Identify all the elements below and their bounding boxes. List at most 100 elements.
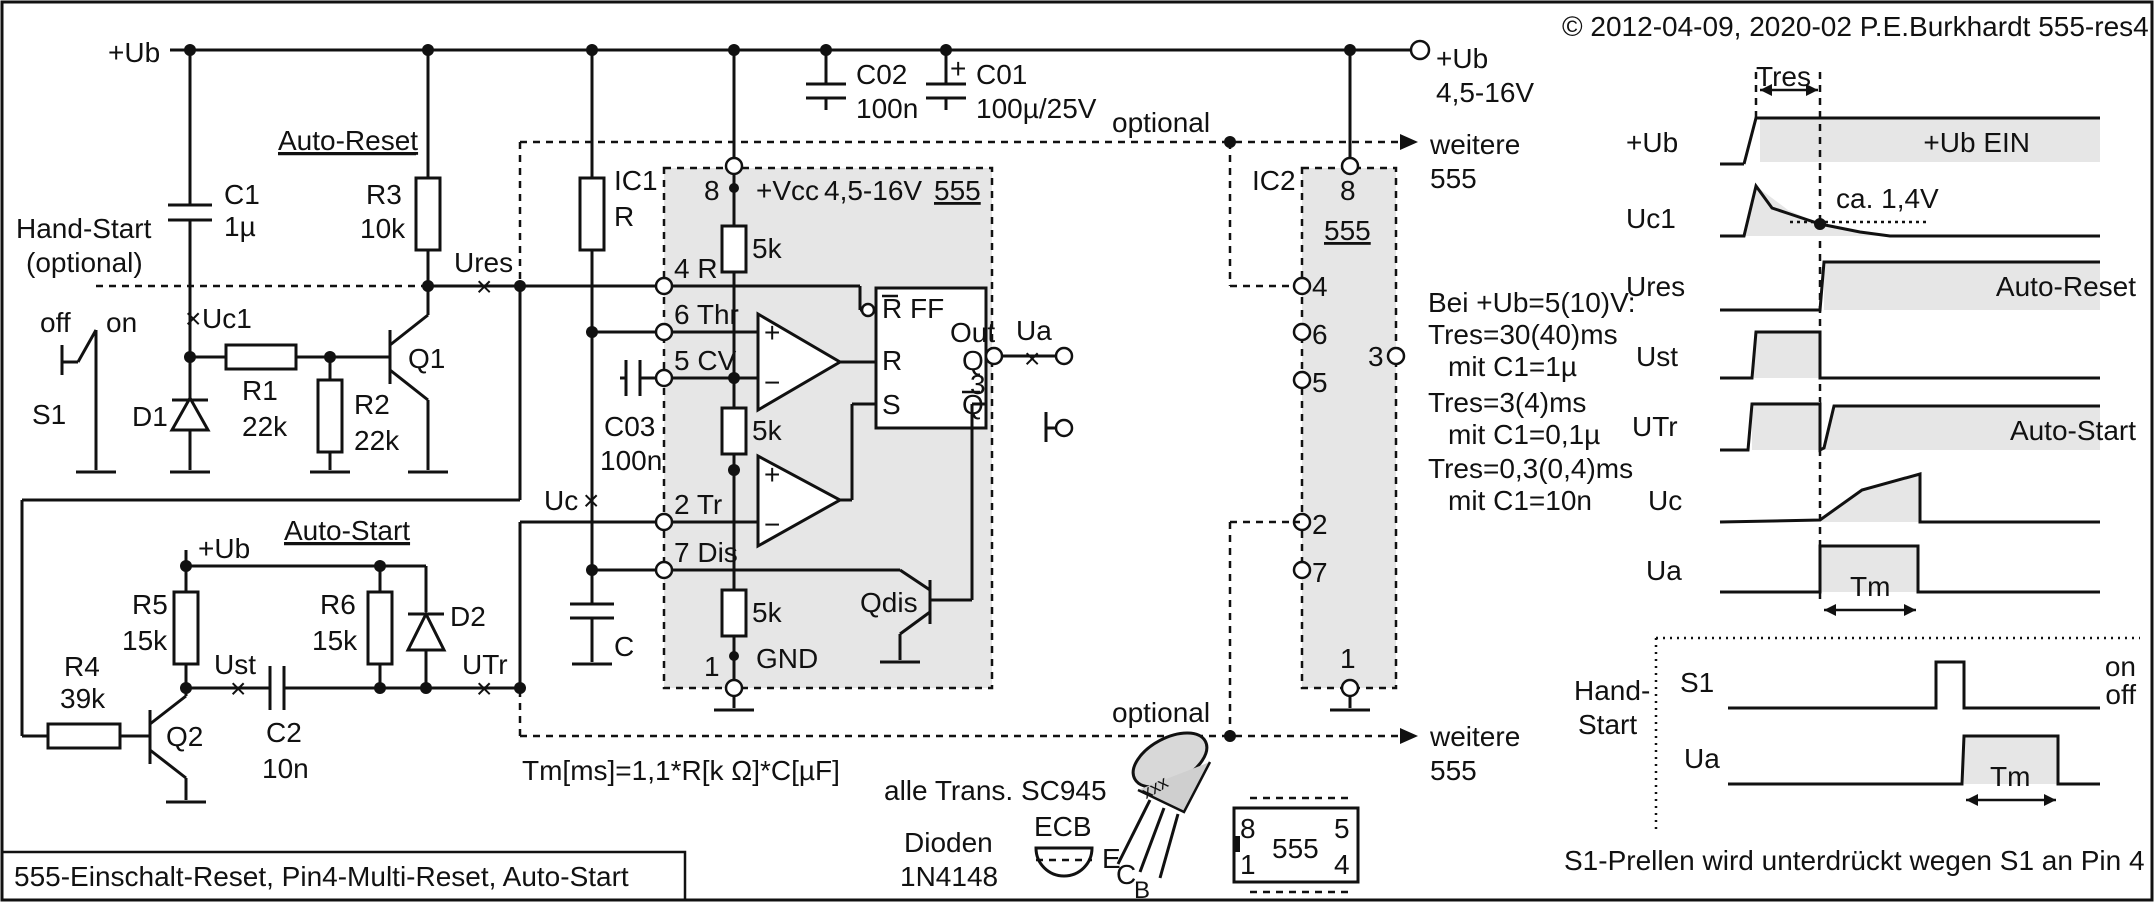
q1-label: Q1: [408, 343, 445, 374]
ff-s: S: [882, 389, 901, 420]
uc1-mark: ×: [185, 303, 201, 334]
hand-start-optional: (optional): [26, 247, 143, 278]
qdis-em: [899, 610, 931, 636]
note-6: mit C1=10n: [1448, 485, 1592, 516]
comp-lower-minus: −: [764, 509, 780, 540]
q2-col: [149, 694, 187, 726]
r4-name: R4: [64, 651, 100, 682]
ic2-p6-label: 6: [1312, 319, 1328, 350]
copyright: © 2012-04-09, 2020-02 P.E.Burkhardt 555-…: [1562, 11, 2149, 42]
hand-label-2: Start: [1578, 709, 1637, 740]
ic2-p7-label: 7: [1312, 557, 1328, 588]
timing-auto-reset: Auto-Reset: [1996, 271, 2136, 302]
dioden-type: 1N4148: [900, 861, 998, 892]
ua-label: Ua: [1016, 315, 1052, 346]
q1-emitter: [389, 368, 429, 402]
row-ures: Ures: [1626, 271, 1685, 302]
note-1: Tres=30(40)ms: [1428, 319, 1618, 350]
hand-s1-wave: [1728, 660, 2100, 710]
hand-tm-arrow-right: [2044, 794, 2056, 806]
dip-p1: 1: [1240, 849, 1256, 880]
ic2-p5: [1292, 370, 1312, 390]
ic1-pin5-label: 5 CV: [674, 345, 737, 376]
r5-body: [172, 590, 200, 666]
ic1r-body: [578, 176, 606, 252]
timing-diagram: [1719, 72, 2100, 616]
utr-mark: ×: [476, 673, 492, 704]
comparator-upper: [756, 311, 843, 413]
qdis-col: [899, 568, 931, 592]
c01-value: 100µ/25V: [976, 93, 1097, 124]
transistors-label: alle Trans. SC945: [884, 775, 1107, 806]
ic1-pin6: [654, 322, 674, 342]
flip-flop: [874, 286, 988, 430]
utr-label: UTr: [462, 649, 508, 680]
ic1-pin2: [654, 512, 674, 532]
ust-label: Ust: [214, 649, 256, 680]
ic2-p2: [1292, 512, 1312, 532]
supply-right-label: +Ub: [1436, 43, 1488, 74]
ic2-p6: [1292, 322, 1312, 342]
ic1-pin5: [654, 368, 674, 388]
c01-plus: +: [950, 53, 966, 84]
q2-em: [149, 748, 187, 780]
dip-type: 555: [1272, 833, 1319, 864]
hand-s1: S1: [1680, 667, 1714, 698]
ub-small: +Ub: [198, 533, 250, 564]
weitere-bottom-num: 555: [1430, 755, 1477, 786]
tres-label: Tres: [1756, 61, 1811, 92]
r6-body: [366, 590, 394, 666]
ic2-p4-label: 4: [1312, 271, 1328, 302]
hand-on: on: [2105, 651, 2136, 682]
r2-body: [316, 378, 344, 454]
r4-body: [46, 722, 122, 750]
ic1-pin1: [724, 678, 744, 698]
dip-p5: 5: [1334, 813, 1350, 844]
caption: 555-Einschalt-Reset, Pin4-Multi-Reset, A…: [14, 861, 629, 892]
ic2-p1: [1340, 678, 1360, 698]
ff-r: R: [882, 345, 902, 376]
ic1-pin2-label: 2 Tr: [674, 489, 722, 520]
row-ub: +Ub: [1626, 127, 1678, 158]
ic1-pin6-label: 6 Thr: [674, 299, 739, 330]
c01-name: C01: [976, 59, 1027, 90]
ust-mark: ×: [230, 673, 246, 704]
pin-e: E: [1102, 843, 1121, 874]
r5-name: R5: [132, 589, 168, 620]
to92-outline: [1034, 846, 1094, 878]
ic1-out: Out: [950, 317, 995, 348]
auto-reset-label: Auto-Reset: [278, 125, 418, 156]
ic1-pin7-label: 7 Dis: [674, 537, 738, 568]
auto-start-label: Auto-Start: [284, 515, 410, 546]
ic1-pin7: [654, 560, 674, 580]
note-0: Bei +Ub=5(10)V:: [1428, 287, 1636, 318]
ic1-pin3: [984, 346, 1004, 366]
c02-value: 100n: [856, 93, 918, 124]
r1-body: [224, 343, 298, 371]
ff-reset-bubble: [860, 302, 876, 318]
pin-b: B: [1134, 877, 1150, 902]
c2-value: 10n: [262, 753, 309, 784]
ic1-vcc: +Vcc: [756, 175, 819, 206]
comp-upper-minus: −: [764, 367, 780, 398]
ff-q: Q: [962, 345, 984, 376]
weitere-top: weitere: [1429, 129, 1520, 160]
d1-symbol: [169, 394, 211, 432]
ic1-pin8: [724, 156, 744, 176]
notes: Bei +Ub=5(10)V: Tres=30(40)ms mit C1=1µ …: [1428, 287, 1636, 516]
ic1-r5k-3-label: 5k: [752, 597, 783, 628]
ic1-pin4: [654, 276, 674, 296]
row-utr: UTr: [1632, 411, 1678, 442]
hand-start-label: Hand-Start: [16, 213, 152, 244]
c02-name: C02: [856, 59, 907, 90]
dip-package: [1232, 796, 1360, 894]
row-uc: Uc: [1648, 485, 1682, 516]
ic2-p5-label: 5: [1312, 367, 1328, 398]
ua-terminal: [1054, 346, 1074, 366]
d1-label: D1: [132, 401, 168, 432]
supply-terminal: [1409, 39, 1431, 61]
ic2-pin8-label: 8: [1340, 175, 1356, 206]
timing-tm: Tm: [1850, 571, 1890, 602]
ic1-pin8-label: 8: [704, 175, 720, 206]
